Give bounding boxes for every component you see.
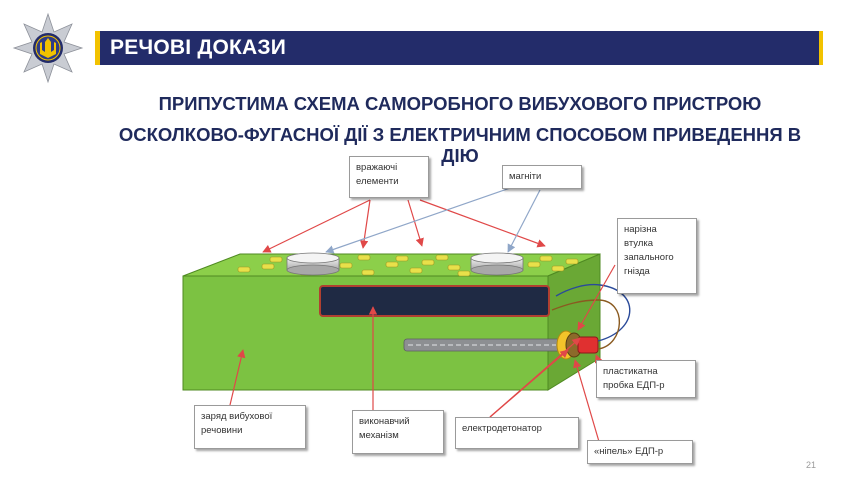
label-magnets: магніти bbox=[502, 165, 582, 189]
slide-title-line-3: ДІЮ bbox=[441, 145, 479, 166]
label-threaded-sleeve: нарізна втулка запального гнізда bbox=[617, 218, 697, 294]
slide-title-line-1: ПРИПУСТИМА СХЕМА САМОРОБНОГО ВИБУХОВОГО … bbox=[158, 93, 762, 114]
header-accent bbox=[819, 31, 823, 65]
slide-title-line-2: ОСКОЛКОВО-ФУГАСНОЇ ДІЇ З ЕЛЕКТРИЧНИМ СПО… bbox=[118, 124, 802, 145]
header-bar: РЕЧОВІ ДОКАЗИ bbox=[95, 31, 823, 65]
label-actuator: виконавчий механізм bbox=[352, 410, 444, 454]
national-police-emblem-icon bbox=[12, 12, 84, 84]
page-number: 21 bbox=[805, 460, 816, 470]
label-fragments: вражаючі елементи bbox=[349, 156, 429, 198]
header-title: РЕЧОВІ ДОКАЗИ bbox=[110, 36, 287, 59]
slide-title: ПРИПУСТИМА СХЕМА САМОРОБНОГО ВИБУХОВОГО … bbox=[70, 88, 850, 171]
wire-blue bbox=[555, 283, 631, 342]
label-explosive-charge: заряд вибухової речовини bbox=[194, 405, 306, 449]
label-detonator: електродетонатор bbox=[455, 417, 579, 449]
charge-side-face bbox=[547, 253, 601, 391]
plastic-plug bbox=[577, 336, 599, 354]
label-plastic-plug: пластикатна пробка ЕДП-р bbox=[596, 360, 696, 398]
label-nipple: «ніпель» ЕДП-р bbox=[587, 440, 693, 464]
actuator-block bbox=[319, 285, 550, 317]
wire-brown bbox=[551, 299, 620, 350]
magnet-left bbox=[286, 252, 340, 276]
magnet-right bbox=[470, 252, 524, 276]
